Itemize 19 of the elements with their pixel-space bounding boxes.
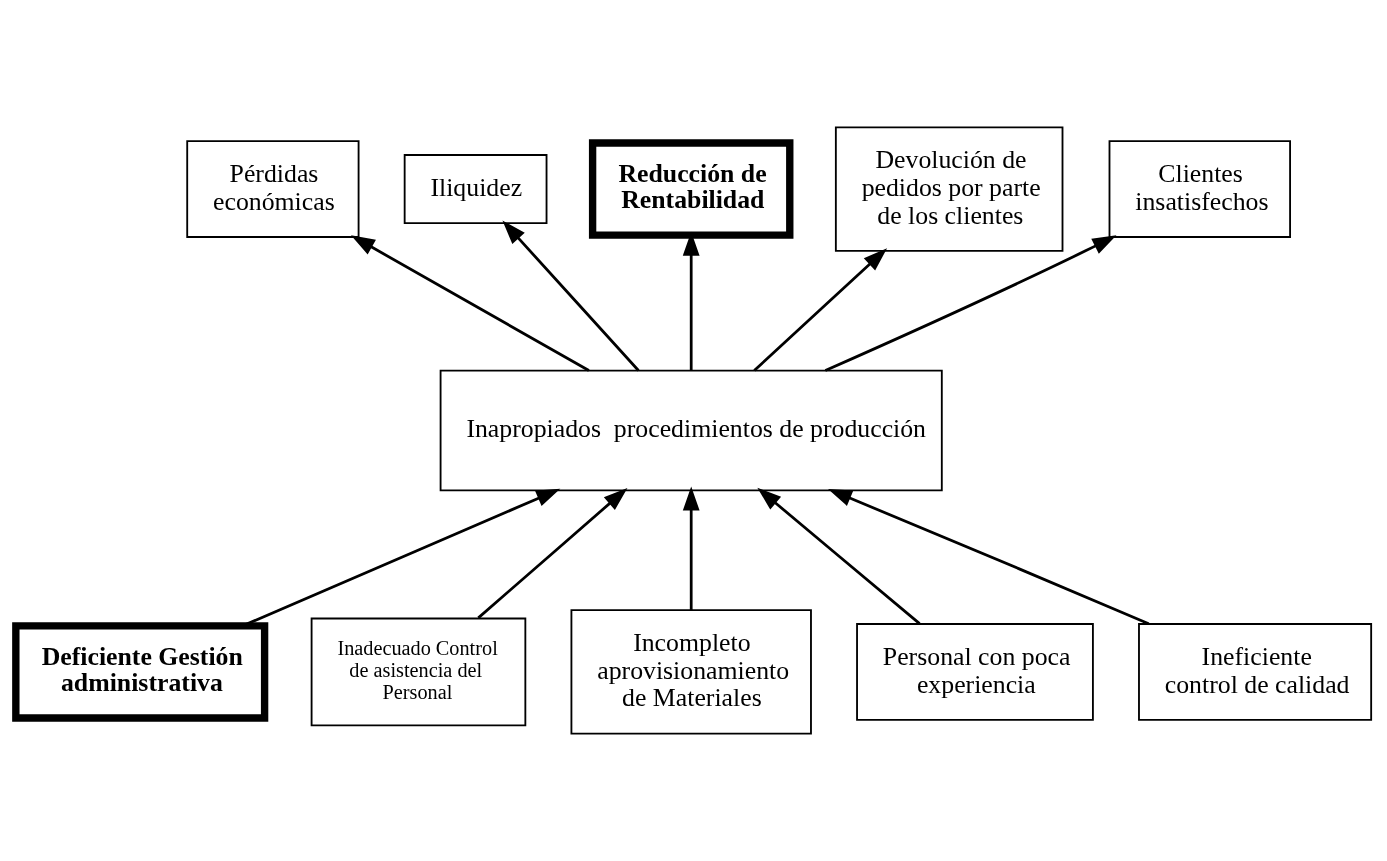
node-box: Devolución de pedidos por parte de los clientes — [834, 126, 1064, 252]
node-box: Inapropiados procedimientos de producción — [439, 369, 943, 492]
node-box: Ineficiente control de calidad — [1138, 623, 1373, 721]
node-box: Personal con poca experiencia — [856, 623, 1094, 721]
node-box: Clientes insatisfechos — [1108, 140, 1291, 238]
arrow — [824, 235, 1117, 372]
arrow — [502, 220, 640, 372]
arrow — [350, 235, 590, 372]
node-box: Pérdidas económicas — [186, 140, 360, 238]
arrow — [682, 486, 700, 611]
node-box: Inadecuado Control de asistencia del Personal — [310, 617, 527, 727]
node-box: Deficiente Gestión administrativa — [12, 622, 269, 722]
arrow — [753, 248, 888, 372]
node-box: Incompleto aprovisionamiento de Materiales — [570, 609, 812, 735]
arrow — [757, 487, 921, 625]
arrow — [477, 487, 628, 619]
node-box: Reducción de Rentabilidad — [588, 139, 794, 239]
node-box: Iliquidez — [403, 154, 548, 225]
arrow — [827, 488, 1150, 626]
